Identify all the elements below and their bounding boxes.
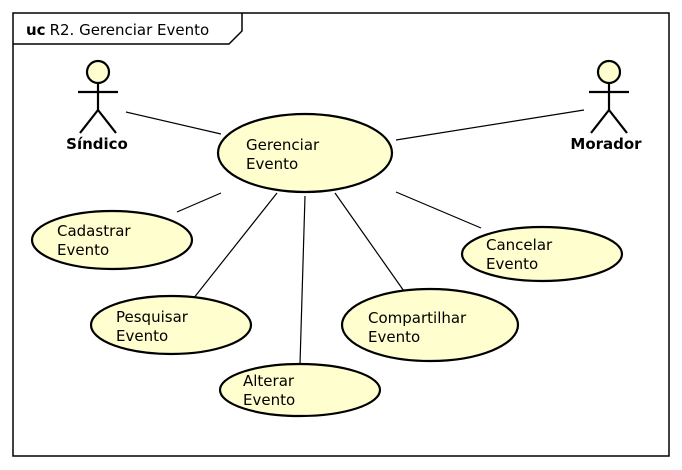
actor-head — [85, 59, 111, 85]
usecase-ellipse — [89, 294, 253, 356]
usecase-label-line-2: Evento — [368, 328, 420, 346]
usecase-label-line-1: Compartilhar — [368, 309, 467, 327]
usecase-label-line-1: Pesquisar — [116, 308, 189, 326]
usecase-label-line-1: Cadastrar — [57, 222, 131, 240]
diagram-frame — [12, 12, 670, 457]
association-gerenciar-compartilhar — [334, 192, 407, 295]
usecase-cancelar-evento[interactable]: Cancelar Evento — [460, 225, 624, 283]
usecase-label-line-1: Cancelar — [486, 236, 553, 254]
association-gerenciar-pesquisar — [192, 192, 278, 300]
actor-right-leg — [97, 109, 117, 134]
usecase-alterar-evento[interactable]: Alterar Evento — [218, 362, 382, 418]
usecase-cadastrar-evento[interactable]: Cadastrar Evento — [30, 209, 194, 271]
actor-left-leg — [79, 109, 99, 134]
usecase-label-line-2: Evento — [246, 155, 298, 173]
actor-morador[interactable]: Morador — [570, 59, 642, 153]
usecase-label-line-2: Evento — [116, 327, 168, 345]
usecase-ellipse — [30, 209, 194, 271]
actor-label: Morador — [570, 135, 642, 153]
usecase-label-line-2: Evento — [243, 391, 295, 409]
usecase-gerenciar-evento[interactable]: Gerenciar Evento — [216, 112, 394, 194]
usecase-ellipse — [218, 362, 382, 418]
usecase-label-line-1: Gerenciar — [246, 136, 320, 154]
actor-right-leg — [608, 109, 628, 134]
frame-tab — [13, 13, 243, 45]
usecase-pesquisar-evento[interactable]: Pesquisar Evento — [89, 294, 253, 356]
usecase-label-line-2: Evento — [486, 255, 538, 273]
usecase-label-line-2: Evento — [57, 241, 109, 259]
association-sindico-gerenciar — [125, 111, 222, 135]
association-gerenciar-alterar — [299, 195, 306, 365]
usecase-compartilhar-evento[interactable]: Compartilhar Evento — [340, 287, 520, 363]
association-gerenciar-cancelar — [395, 191, 482, 229]
actor-sindico[interactable]: Síndico — [66, 59, 128, 153]
actor-label: Síndico — [66, 135, 128, 153]
actor-head — [596, 59, 622, 85]
associations — [125, 109, 585, 365]
usecase-ellipse — [460, 225, 624, 283]
usecase-label-line-1: Alterar — [243, 372, 295, 390]
usecase-ellipse — [340, 287, 520, 363]
frame-keyword: uc — [26, 21, 46, 39]
usecase-ellipse — [216, 112, 394, 194]
association-gerenciar-cadastrar — [176, 192, 222, 213]
frame-name: R2. Gerenciar Evento — [50, 21, 210, 39]
association-morador-gerenciar — [395, 109, 585, 141]
actor-left-leg — [590, 109, 610, 134]
